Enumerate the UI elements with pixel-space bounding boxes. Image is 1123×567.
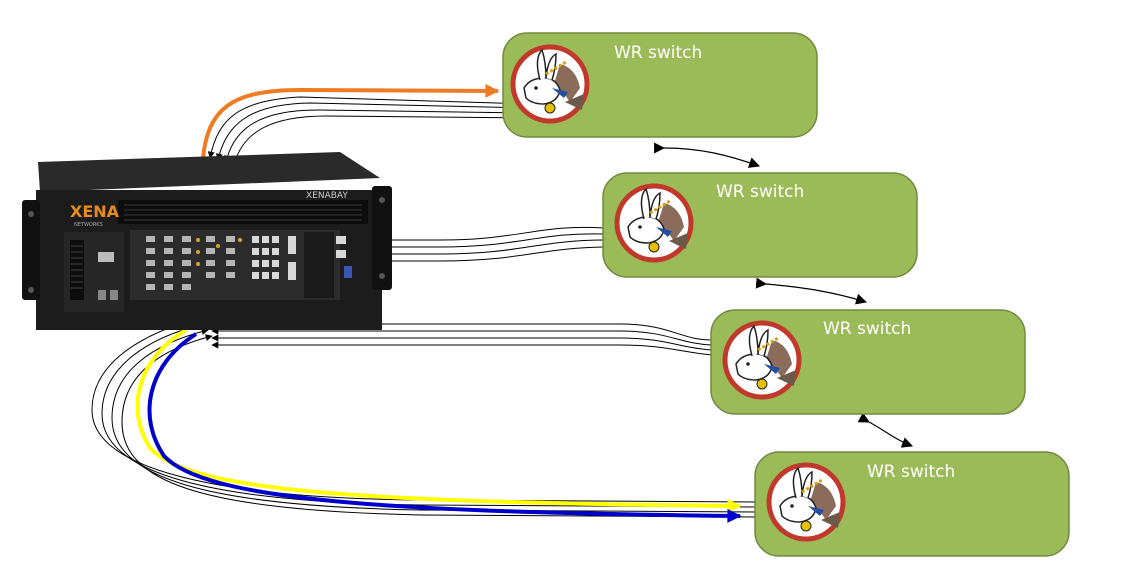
wr-switch-1: WR switch <box>502 32 818 138</box>
device-model: XENABAY <box>306 191 348 201</box>
white-rabbit-logo-icon <box>725 323 799 397</box>
yellow-signal-arrow <box>135 328 742 513</box>
sync-arrow-3-4 <box>857 412 914 448</box>
sync-arrow-1-2 <box>654 142 761 168</box>
white-rabbit-logo-icon <box>513 47 587 121</box>
switch-label: WR switch <box>867 462 955 482</box>
wr-switch-3: WR switch <box>710 309 1026 415</box>
white-rabbit-logo-icon <box>617 186 691 260</box>
white-rabbit-logo-icon <box>769 465 843 539</box>
wr-switch-4: WR switch <box>754 451 1070 557</box>
link-bundle-switch-1 <box>207 96 531 166</box>
switch-label: WR switch <box>823 319 911 339</box>
wr-switch-2: WR switch <box>602 172 918 278</box>
switch-label: WR switch <box>614 43 702 63</box>
xenabay-chassis: XENA NETWORKS XENABAY <box>22 152 392 330</box>
blue-signal-arrow <box>147 332 742 523</box>
switch-label: WR switch <box>716 182 804 202</box>
link-bundle-switch-2 <box>383 226 605 265</box>
orange-signal-arrow <box>201 83 500 159</box>
device-brand: XENA <box>70 202 120 221</box>
device-brand-sub: NETWORKS <box>74 222 103 228</box>
sync-arrow-2-3 <box>755 277 868 305</box>
link-bundle-switch-4 <box>91 316 759 518</box>
link-bundle-switch-3 <box>211 320 713 356</box>
module-slots <box>130 230 352 300</box>
switch-sync-arrows <box>654 142 914 448</box>
